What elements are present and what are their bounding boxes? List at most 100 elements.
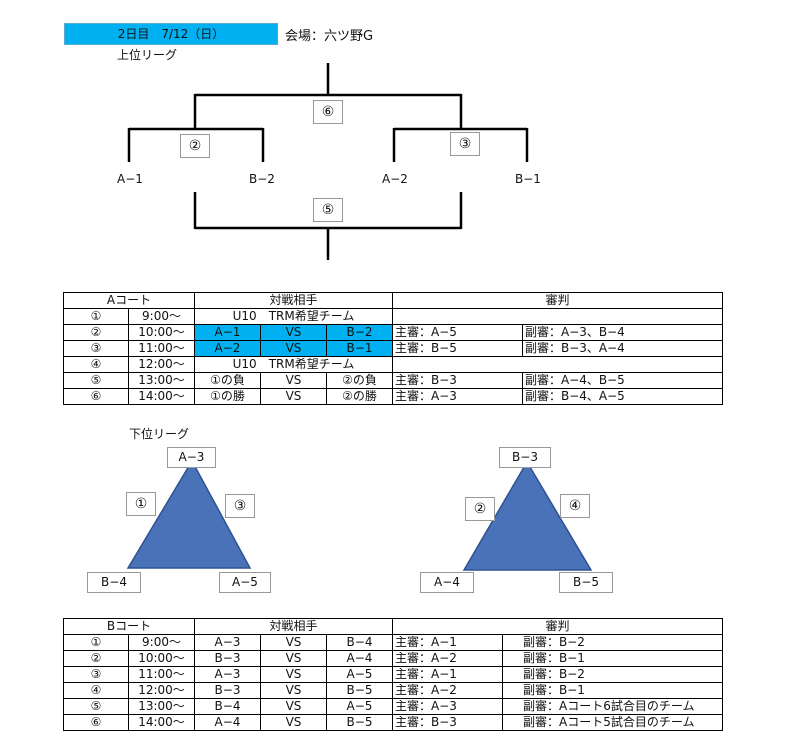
main-referee: 主審：A−3 [392, 698, 503, 715]
away-team: ②の負 [326, 372, 393, 389]
home-team: A−3 [194, 634, 261, 651]
court-a-table: Aコート 対戦相手 審判 ① 9:00〜 U10 TRM希望チーム ② 10:0… [63, 292, 723, 405]
upper-bracket-lines [127, 63, 529, 260]
vs-label: VS [260, 714, 327, 731]
vs-label: VS [260, 634, 327, 651]
main-referee: 主審：A−1 [392, 634, 503, 651]
lower-league-title: 下位リーグ [129, 427, 190, 441]
main-referee: 主審：A−1 [392, 666, 503, 683]
home-team: A−1 [194, 324, 261, 341]
sub-referee: 副審：Aコート6試合目のチーム [502, 698, 723, 715]
right-triangle [462, 460, 593, 571]
left-match-1: ① [126, 492, 156, 516]
away-team: B−5 [326, 682, 393, 699]
vs-label: VS [260, 682, 327, 699]
venue-label: 会場：六ツ野G [285, 29, 374, 44]
right-match-2: ② [465, 497, 495, 521]
table-row: ② 10:00〜 B−3 VS A−4 主審：A−2 副審：B−1 [63, 650, 723, 667]
match-time: 12:00〜 [128, 682, 195, 699]
table-row: ④ 12:00〜 B−3 VS B−5 主審：A−2 副審：B−1 [63, 682, 723, 699]
match-merged: U10 TRM希望チーム [194, 308, 393, 325]
sub-referee: 副審：A−3、B−4 [522, 324, 723, 341]
right-br-team: B−5 [559, 572, 613, 593]
home-team: A−4 [194, 714, 261, 731]
bracket-box-3: ③ [450, 132, 480, 156]
table-row: ⑥ 14:00〜 ①の勝 VS ②の勝 主審：A−3 副審：B−4、A−5 [63, 388, 723, 405]
home-team: A−3 [194, 666, 261, 683]
vs-label: VS [260, 698, 327, 715]
sub-referee: 副審：B−2 [502, 666, 723, 683]
table-row: ⑤ 13:00〜 ①の負 VS ②の負 主審：B−3 副審：A−4、B−5 [63, 372, 723, 389]
away-team: ②の勝 [326, 388, 393, 405]
match-time: 14:00〜 [128, 714, 195, 731]
main-referee: 主審：B−3 [392, 372, 523, 389]
left-triangle [126, 459, 252, 569]
match-time: 13:00〜 [128, 698, 195, 715]
home-team: B−3 [194, 650, 261, 667]
match-time: 14:00〜 [128, 388, 195, 405]
left-match-3: ③ [225, 494, 255, 518]
sub-referee: 副審：Aコート5試合目のチーム [502, 714, 723, 731]
left-top-team: A−3 [167, 447, 216, 468]
court-b-header-opponents: 対戦相手 [194, 618, 393, 635]
table-row: ② 10:00〜 A−1 VS B−2 主審：A−5 副審：A−3、B−4 [63, 324, 723, 341]
match-time: 9:00〜 [128, 634, 195, 651]
match-number: ⑥ [63, 714, 129, 731]
main-referee: 主審：A−2 [392, 682, 503, 699]
team-b2: B−2 [249, 172, 275, 186]
upper-league-title: 上位リーグ [117, 48, 178, 62]
table-row: ③ 11:00〜 A−3 VS A−5 主審：A−1 副審：B−2 [63, 666, 723, 683]
match-number: ① [63, 634, 129, 651]
sub-referee: 副審：B−1 [502, 682, 723, 699]
court-b-header-court: Bコート [63, 618, 195, 635]
away-team: B−2 [326, 324, 393, 341]
match-number: ③ [63, 666, 129, 683]
match-time: 10:00〜 [128, 650, 195, 667]
team-a1: A−1 [117, 172, 143, 186]
table-row: ⑤ 13:00〜 B−4 VS A−5 主審：A−3 副審：Aコート6試合目のチ… [63, 698, 723, 715]
match-number: ⑤ [63, 698, 129, 715]
home-team: ①の勝 [194, 388, 261, 405]
team-b1: B−1 [515, 172, 541, 186]
sub-referee: 副審：B−2 [502, 634, 723, 651]
day-label: 2日目 7/12（日） [64, 23, 278, 45]
match-time: 9:00〜 [128, 308, 195, 325]
match-time: 12:00〜 [128, 356, 195, 373]
sub-referee: 副審：B−4、A−5 [522, 388, 723, 405]
main-referee: 主審：A−2 [392, 650, 503, 667]
bracket-box-5: ⑤ [313, 198, 343, 222]
team-a2: A−2 [382, 172, 408, 186]
vs-label: VS [260, 340, 327, 357]
away-team: A−5 [326, 698, 393, 715]
table-row: ① 9:00〜 A−3 VS B−4 主審：A−1 副審：B−2 [63, 634, 723, 651]
vs-label: VS [260, 666, 327, 683]
sub-referee: 副審：B−1 [502, 650, 723, 667]
court-a-header-row: Aコート 対戦相手 審判 [63, 292, 723, 309]
right-top-team: B−3 [499, 447, 551, 468]
right-match-4: ④ [560, 494, 590, 518]
match-time: 13:00〜 [128, 372, 195, 389]
home-team: B−3 [194, 682, 261, 699]
right-bl-team: A−4 [420, 572, 474, 593]
home-team: B−4 [194, 698, 261, 715]
table-row: ⑥ 14:00〜 A−4 VS B−5 主審：B−3 副審：Aコート5試合目のチ… [63, 714, 723, 731]
away-team: B−4 [326, 634, 393, 651]
table-row: ① 9:00〜 U10 TRM希望チーム [63, 308, 723, 325]
left-br-team: A−5 [219, 572, 271, 593]
away-team: B−5 [326, 714, 393, 731]
main-referee: 主審：B−5 [392, 340, 523, 357]
court-b-table: Bコート 対戦相手 審判 ① 9:00〜 A−3 VS B−4 主審：A−1 副… [63, 618, 723, 731]
match-number: ④ [63, 682, 129, 699]
match-time: 11:00〜 [128, 340, 195, 357]
match-number: ② [63, 650, 129, 667]
court-b-header-row: Bコート 対戦相手 審判 [63, 618, 723, 635]
bracket-box-2: ② [180, 134, 210, 158]
bracket-box-6: ⑥ [313, 100, 343, 124]
away-team: A−5 [326, 666, 393, 683]
home-team: ①の負 [194, 372, 261, 389]
vs-label: VS [260, 650, 327, 667]
main-referee: 主審：B−3 [392, 714, 503, 731]
sub-referee: 副審：B−3、A−4 [522, 340, 723, 357]
court-b-header-referee: 審判 [392, 618, 723, 635]
